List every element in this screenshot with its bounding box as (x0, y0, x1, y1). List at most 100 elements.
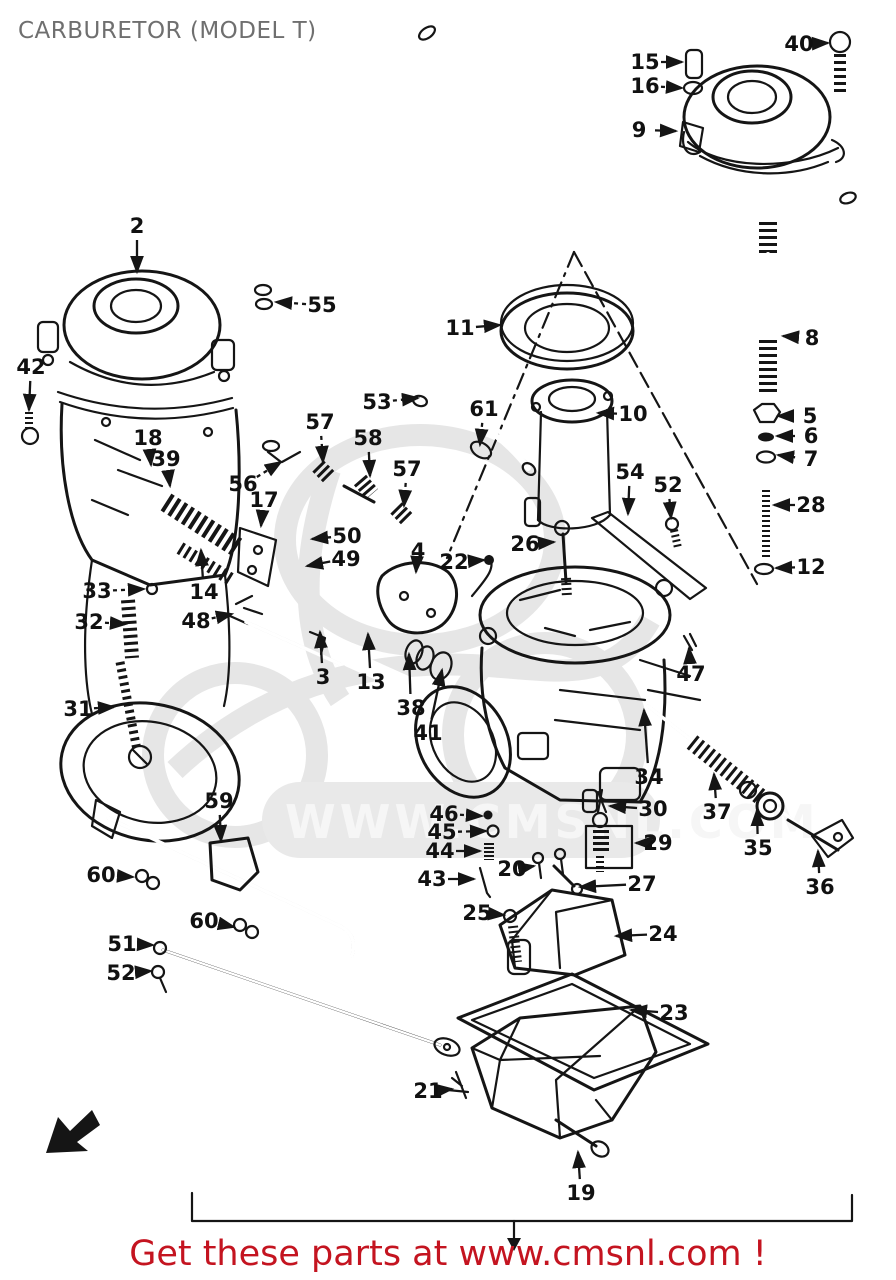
part-label-52: 52 (106, 961, 135, 985)
leader-line-8 (780, 330, 800, 345)
leader-line-38 (402, 651, 417, 695)
part-label-57: 57 (392, 457, 421, 481)
diaphragm-cover-right (678, 30, 852, 175)
part-label-28: 28 (796, 493, 825, 517)
part-label-52: 52 (653, 473, 682, 497)
leader-line-54 (621, 485, 636, 517)
direction-arrow-icon (46, 1110, 100, 1153)
part-label-49: 49 (331, 547, 360, 571)
leader-line-59 (213, 814, 228, 844)
choke-rod-assembly (90, 798, 461, 1057)
part-label-42: 42 (16, 355, 45, 379)
leader-line-11 (475, 319, 503, 334)
leader-line-51 (136, 937, 156, 952)
float-bowl (446, 1004, 658, 1158)
part-label-56: 56 (228, 472, 257, 496)
leader-line-50 (309, 530, 332, 545)
part-label-14: 14 (189, 580, 218, 604)
part-label-37: 37 (702, 800, 731, 824)
float-chamber-top-assembly (499, 283, 708, 601)
part-label-59: 59 (204, 789, 233, 813)
leader-line-32 (104, 616, 129, 630)
alignment-lines (445, 250, 759, 586)
leader-line-39 (161, 469, 175, 489)
leader-line-60 (116, 868, 136, 883)
fuel-hose-top (253, 25, 437, 453)
leader-line-42 (22, 380, 37, 413)
part-label-32: 32 (74, 610, 103, 634)
part-label-26: 26 (510, 532, 539, 556)
leader-line-17 (255, 509, 270, 529)
leader-line-57 (398, 482, 413, 509)
part-label-10: 10 (618, 402, 647, 426)
part-label-57: 57 (305, 410, 334, 434)
watermark-text: WWW.CMSNL.COM (285, 795, 820, 849)
part-label-15: 15 (630, 50, 659, 74)
leader-line-58 (362, 451, 377, 479)
part-label-53: 53 (362, 390, 391, 414)
part-label-17: 17 (249, 488, 278, 512)
gasket-and-link-rod (244, 561, 459, 694)
part-label-51: 51 (107, 932, 136, 956)
part-label-20: 20 (497, 857, 526, 881)
part-label-21: 21 (413, 1079, 442, 1103)
leader-line-27 (577, 879, 627, 894)
part-label-5: 5 (803, 404, 818, 428)
leader-line-23 (628, 1004, 659, 1019)
part-label-50: 50 (332, 524, 361, 548)
leader-line-18 (142, 448, 157, 468)
leader-line-46 (459, 808, 485, 822)
leader-line-12 (773, 560, 796, 575)
leader-line-26 (537, 536, 557, 551)
part-label-38: 38 (396, 696, 425, 720)
leader-line-14 (195, 547, 209, 579)
part-label-60: 60 (189, 909, 218, 933)
part-label-31: 31 (63, 697, 92, 721)
leader-line-47 (683, 645, 697, 665)
leader-line-49 (304, 556, 331, 570)
leader-line-37 (708, 771, 723, 799)
part-label-22: 22 (439, 550, 468, 574)
leader-line-16 (660, 80, 685, 94)
part-label-23: 23 (659, 1001, 688, 1025)
part-label-13: 13 (356, 670, 385, 694)
part-label-43: 43 (417, 867, 446, 891)
part-label-8: 8 (805, 326, 820, 350)
part-label-11: 11 (445, 316, 474, 340)
leader-line-33 (112, 582, 147, 597)
part-label-34: 34 (634, 765, 663, 789)
part-label-9: 9 (632, 118, 647, 142)
part-label-46: 46 (429, 802, 458, 826)
part-label-36: 36 (805, 875, 834, 899)
part-label-44: 44 (425, 839, 454, 863)
part-label-16: 16 (630, 74, 659, 98)
part-label-35: 35 (743, 836, 772, 860)
assembly-bracket (190, 1191, 854, 1251)
leader-line-52 (134, 965, 154, 980)
part-label-58: 58 (353, 426, 382, 450)
leader-line-20 (516, 862, 537, 876)
part-label-29: 29 (643, 831, 672, 855)
center-carburetor-body (414, 565, 702, 804)
part-label-41: 41 (413, 721, 442, 745)
hose-fittings (266, 450, 414, 526)
leader-line-35 (750, 807, 765, 835)
leader-line-21 (435, 1083, 455, 1098)
part-label-60: 60 (86, 863, 115, 887)
leader-line-52 (662, 498, 677, 521)
leader-line-55 (273, 296, 307, 311)
part-label-55: 55 (307, 293, 336, 317)
leader-line-3 (314, 629, 328, 664)
leader-line-61 (474, 422, 489, 448)
left-carburetor-body (20, 269, 278, 843)
part-label-2: 2 (130, 214, 145, 238)
part-label-45: 45 (427, 820, 456, 844)
stud-and-tube-right (596, 191, 857, 576)
footer-link[interactable]: Get these parts at www.cmsnl.com ! (129, 1234, 767, 1274)
part-label-27: 27 (627, 872, 656, 896)
part-label-3: 3 (316, 665, 331, 689)
part-label-54: 54 (615, 460, 644, 484)
part-label-6: 6 (804, 424, 819, 448)
